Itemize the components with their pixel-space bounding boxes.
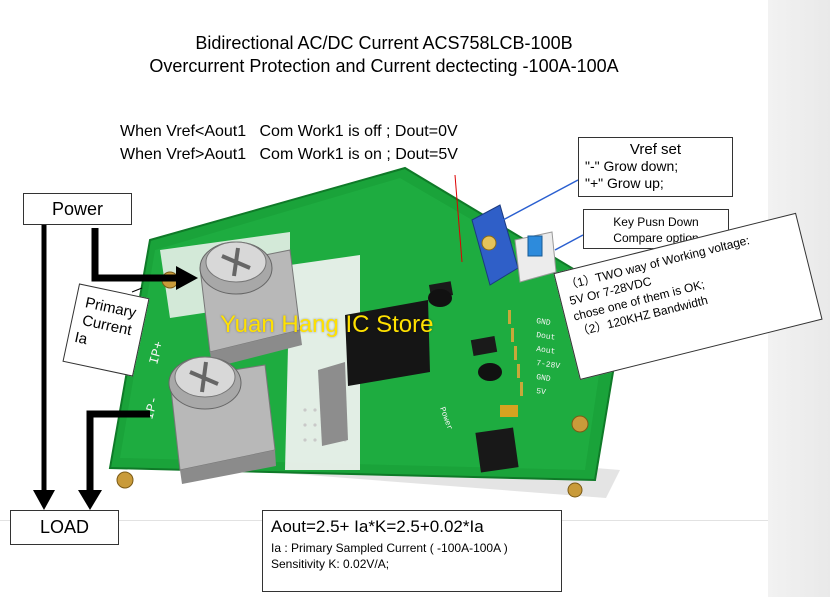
silk-ip-plus: IP+ xyxy=(146,339,167,366)
title-line-2: Overcurrent Protection and Current decte… xyxy=(149,56,619,76)
primary-leader xyxy=(131,287,143,293)
silk-gnd-1: GND xyxy=(536,317,552,328)
silk-7-28v: 7-28V xyxy=(536,359,561,371)
vref-heading: Vref set xyxy=(629,141,682,158)
formula-sub-1: Ia : Primary Sampled Current ( -100A-100… xyxy=(271,541,508,555)
vref-leader xyxy=(502,179,579,221)
silk-dout: Dout xyxy=(536,331,556,343)
load-return-arrow xyxy=(86,410,150,498)
compare-key-button xyxy=(514,231,557,283)
silk-5v: 5V xyxy=(536,387,547,397)
silk-gnd-2: GND xyxy=(536,373,552,384)
vref-line-1: "-" Grow down; xyxy=(585,158,679,174)
silk-aout: Aout xyxy=(536,345,556,357)
formula-box: Aout=2.5+ Ia*K=2.5+0.02*Ia Ia : Primary … xyxy=(262,510,562,592)
store-watermark: Yuan Hang IC Store xyxy=(220,311,434,338)
title-line-1: Bidirectional AC/DC Current ACS758LCB-10… xyxy=(195,33,573,53)
condition-line-1: When Vref<Aout1 Com Work1 is off ; Dout=… xyxy=(120,123,458,140)
vref-leader-red xyxy=(454,174,463,263)
formula-main: Aout=2.5+ Ia*K=2.5+0.02*Ia xyxy=(271,517,484,536)
load-label: LOAD xyxy=(10,510,119,545)
terminal-bottom xyxy=(168,356,276,484)
power-label: Power xyxy=(23,193,132,225)
vref-set-callout: Vref set "-" Grow down; "+" Grow up; xyxy=(578,137,733,197)
terminal-top xyxy=(199,241,302,368)
key-leader xyxy=(554,234,584,251)
sensor-chip xyxy=(345,300,430,386)
formula-sub-2: Sensitivity K: 0.02V/A; xyxy=(271,557,390,571)
key-line-1: Key Pusn Down xyxy=(613,215,699,229)
vref-line-2: "+" Grow up; xyxy=(585,175,664,191)
power-arrow xyxy=(91,228,176,282)
condition-line-2: When Vref>Aout1 Com Work1 is on ; Dout=5… xyxy=(120,146,458,163)
